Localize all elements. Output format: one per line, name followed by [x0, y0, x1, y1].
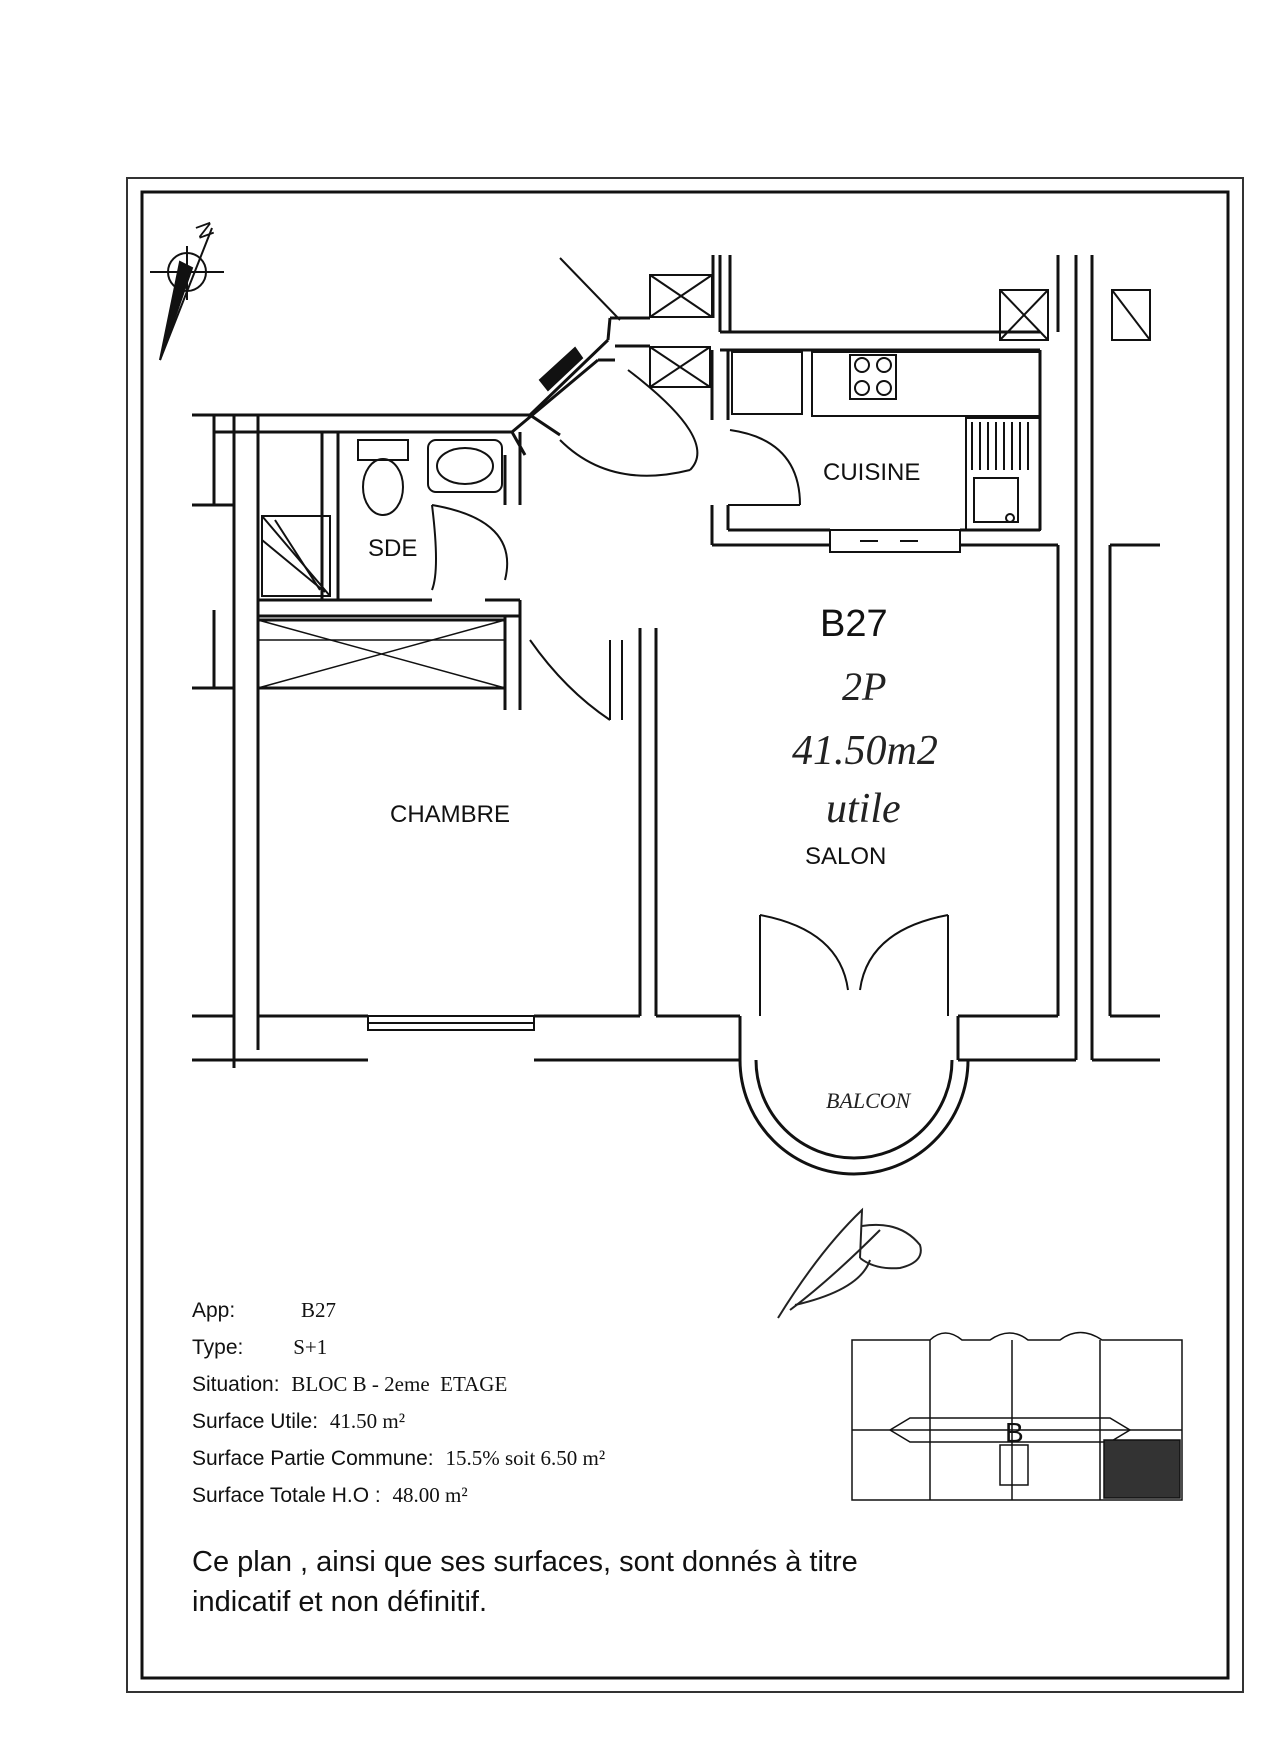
room-label-chambre: CHAMBRE: [390, 801, 510, 828]
balcony-doors: [759, 914, 949, 1016]
north-letter: N: [190, 218, 219, 241]
disclaimer-line-1: Ce plan , ainsi que ses surfaces, sont d…: [192, 1546, 858, 1578]
situation-label: Situation:: [192, 1373, 280, 1396]
technical-shafts: [649, 274, 1151, 388]
kitchen-fixtures: [728, 351, 1041, 553]
unit-area-note: utile: [826, 786, 901, 832]
info-row-surface-totale: Surface Totale H.O : 48.00 m²: [192, 1477, 952, 1514]
info-row-partie-commune: Surface Partie Commune: 15.5% soit 6.50 …: [192, 1440, 952, 1477]
disclaimer: Ce plan , ainsi que ses surfaces, sont d…: [192, 1542, 1072, 1622]
walls: [192, 255, 1160, 1068]
surface-totale-label: Surface Totale H.O :: [192, 1484, 381, 1507]
unit-area: 41.50m2: [792, 728, 938, 774]
north-arrow-icon: N: [150, 218, 224, 361]
app-label: App:: [192, 1299, 236, 1322]
surface-totale-value: 48.00 m²: [392, 1483, 468, 1507]
key-plan-block-letter: B: [1005, 1417, 1024, 1448]
app-value: B27: [301, 1298, 337, 1322]
bedroom-door: [529, 639, 623, 721]
wardrobe: [257, 619, 506, 689]
info-row-situation: Situation: BLOC B - 2eme ETAGE: [192, 1366, 952, 1403]
room-label-balcon: BALCON: [826, 1088, 912, 1113]
room-label-cuisine: CUISINE: [823, 459, 920, 486]
room-label-sde: SDE: [368, 535, 417, 562]
entrance-door: [538, 257, 699, 477]
partie-commune-value: 15.5% soit 6.50 m²: [445, 1446, 606, 1470]
info-row-surface-utile: Surface Utile: 41.50 m²: [192, 1403, 952, 1440]
room-label-salon: SALON: [805, 843, 886, 870]
apartment-info: App: B27 Type: S+1 Situation: BLOC B - 2…: [192, 1292, 952, 1514]
info-row-app: App: B27: [192, 1292, 952, 1329]
surface-utile-label: Surface Utile:: [192, 1410, 319, 1433]
info-row-type: Type: S+1: [192, 1329, 952, 1366]
key-plan: B: [851, 1331, 1183, 1501]
frame-inner: [140, 190, 1230, 1680]
disclaimer-line-2: indicatif et non définitif.: [192, 1586, 488, 1618]
situation-value: BLOC B - 2eme ETAGE: [291, 1372, 508, 1396]
surface-utile-value: 41.50 m²: [329, 1409, 406, 1433]
unit-code: B27: [820, 603, 888, 645]
balcony: [738, 1059, 970, 1176]
type-label: Type:: [192, 1336, 244, 1359]
frame-outer: [126, 177, 1244, 1693]
partie-commune-label: Surface Partie Commune:: [192, 1447, 434, 1470]
handwritten-signature: [777, 1207, 922, 1319]
bathroom-fixtures: [261, 439, 509, 597]
type-value: S+1: [293, 1335, 328, 1359]
bedroom-window: [367, 1015, 535, 1031]
unit-rooms: 2P: [842, 664, 886, 709]
